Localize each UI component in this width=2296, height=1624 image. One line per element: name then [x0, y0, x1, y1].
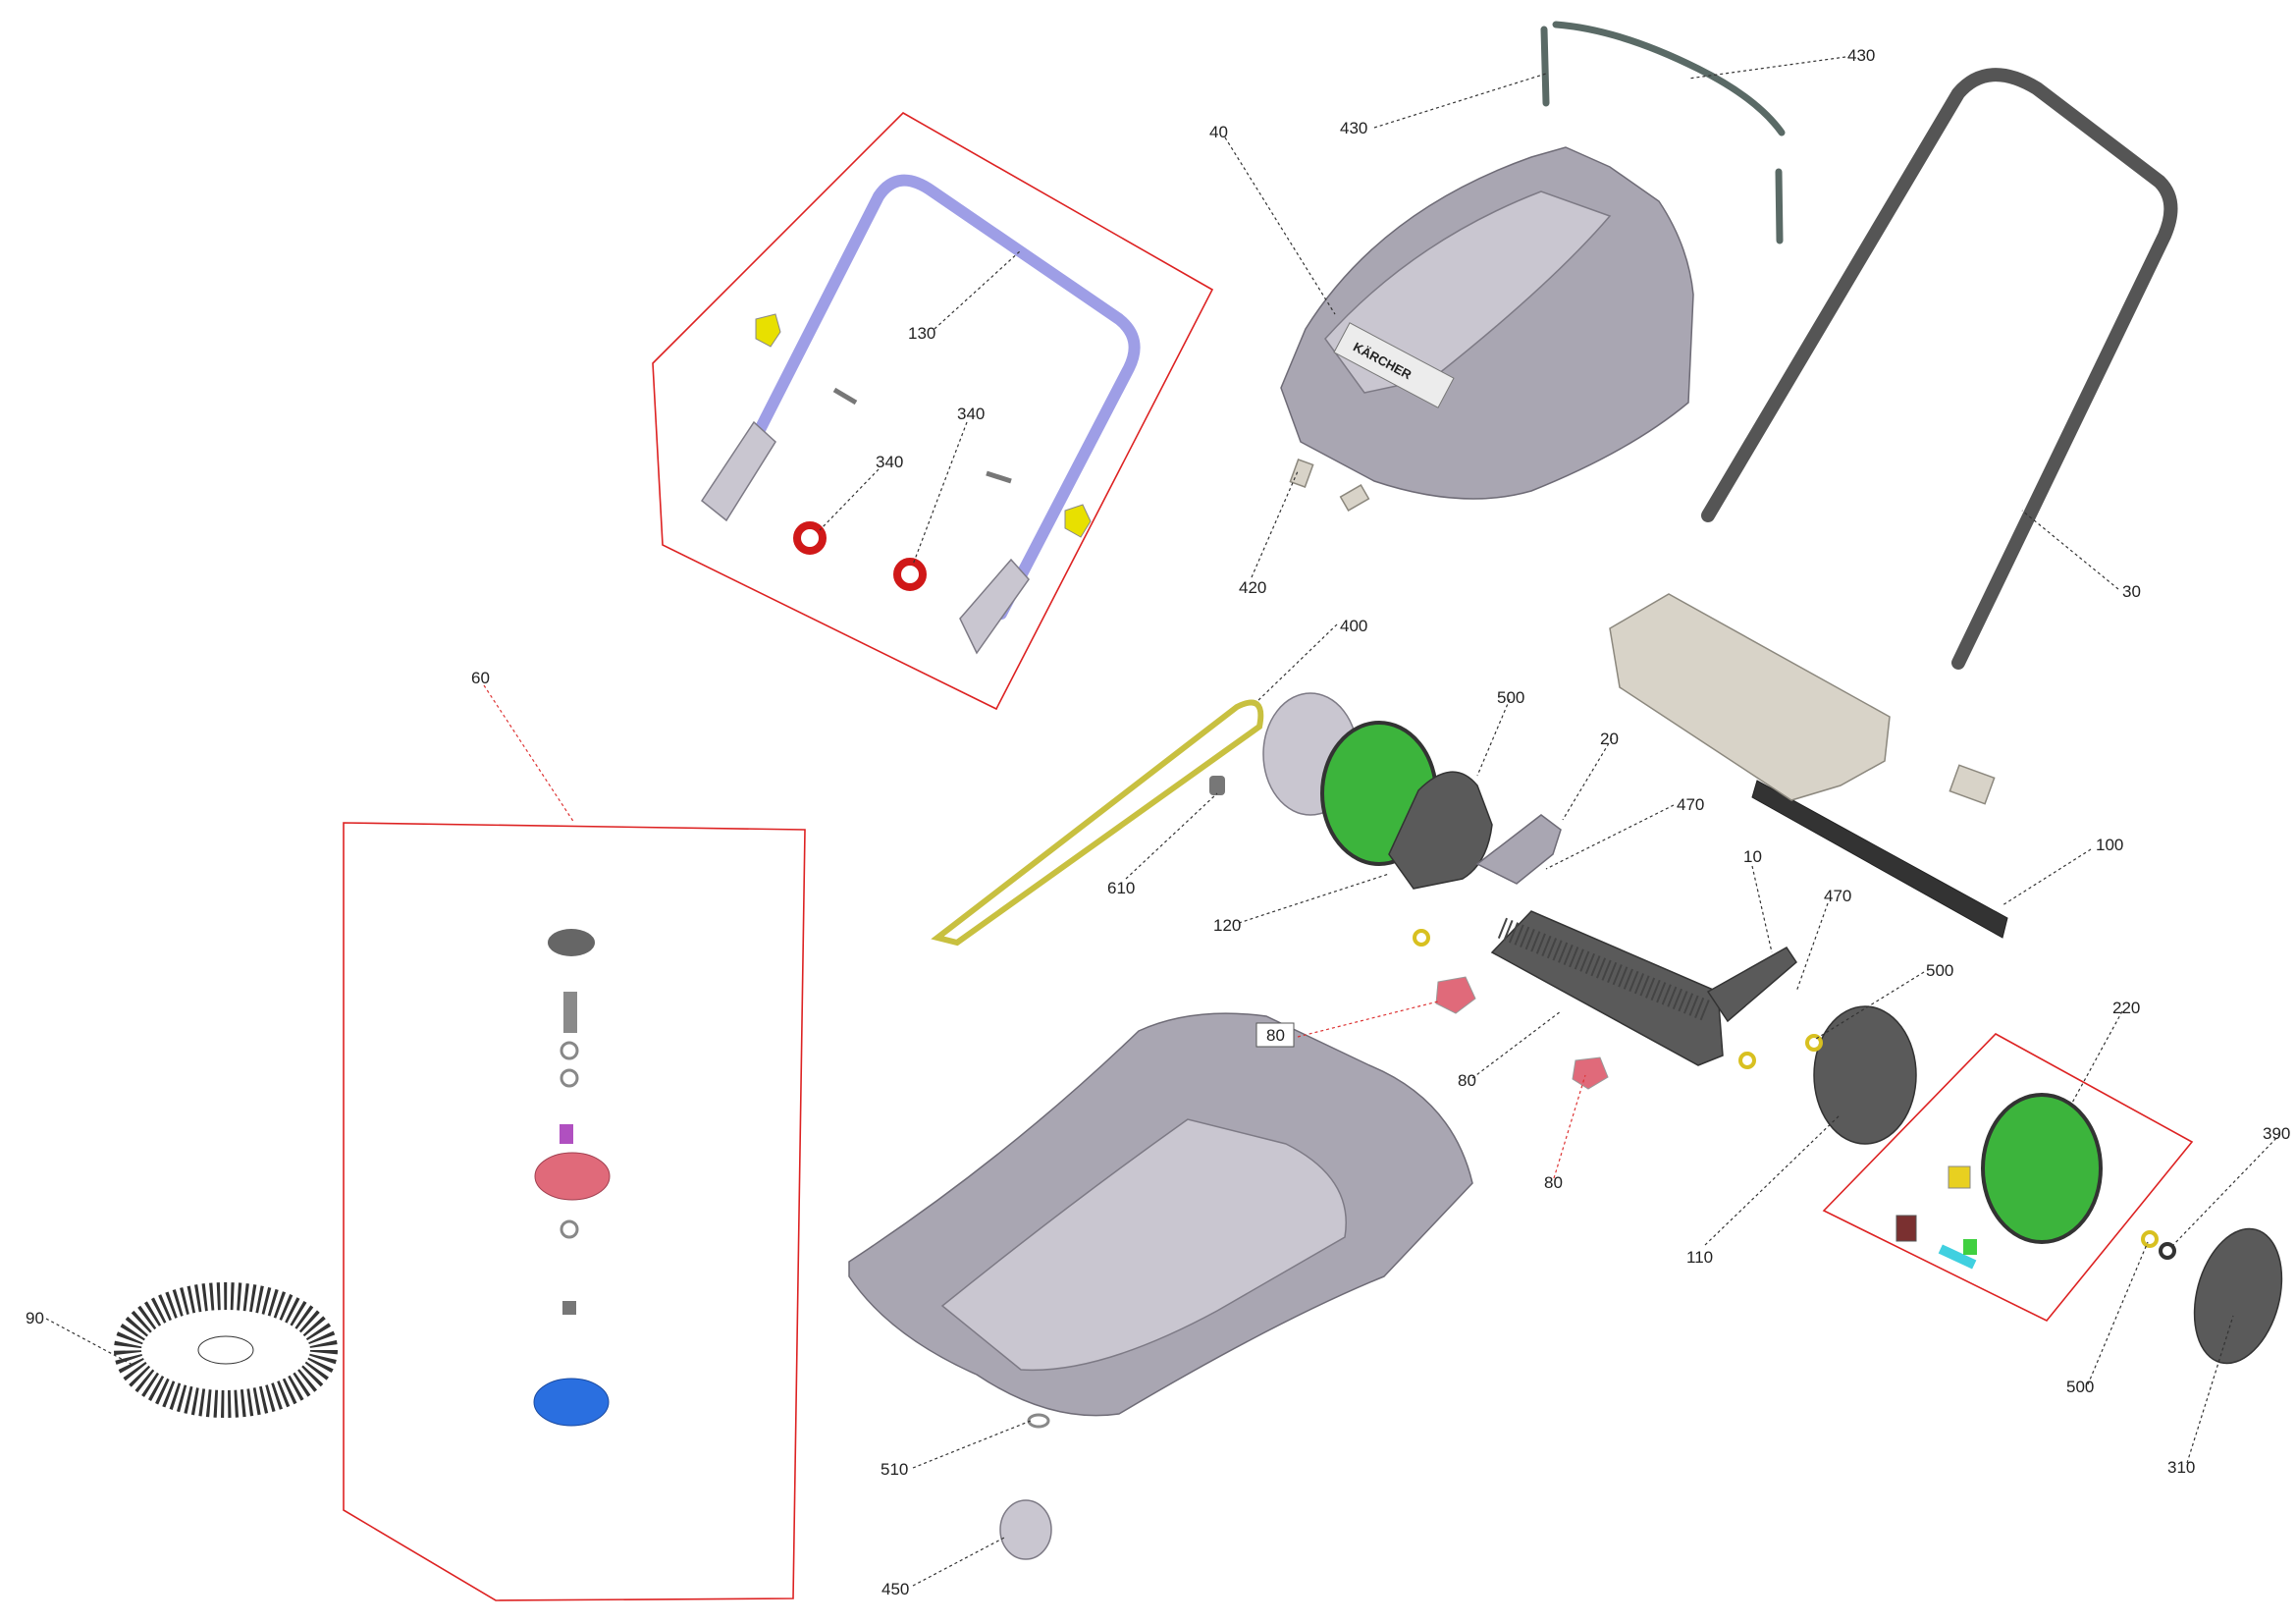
group-frame-wheel-220 [1822, 1033, 2194, 1322]
nut-part [1209, 776, 1225, 795]
callout-label: 100 [2096, 836, 2123, 854]
callout-label: 430 [1847, 46, 1875, 65]
callout-label: 310 [2167, 1458, 2195, 1477]
chassis-inner-part [940, 1118, 1347, 1372]
leader-lines [45, 56, 2281, 1587]
pinion-yellow-part [1948, 1165, 1971, 1189]
blue-cap-part [533, 1378, 610, 1427]
callout-label: 420 [1239, 578, 1266, 597]
pink-hub-part [534, 1152, 611, 1201]
washer-yellow-part-b [1805, 1034, 1823, 1052]
pinion-brown-part [1896, 1215, 1917, 1242]
group-frame-handle-130 [652, 112, 1214, 711]
clip-part-a [1289, 459, 1314, 488]
handle-bracket-right [959, 558, 1030, 655]
callout-label: 120 [1213, 916, 1241, 935]
filter-pad-part [1949, 764, 1996, 805]
washer-part-c [560, 1219, 579, 1239]
seal-strip-side-part [1775, 168, 1784, 244]
group-frame-side-brush-60 [343, 822, 806, 1601]
callout-label: 500 [1926, 961, 1953, 980]
washer-yellow-part-a [2141, 1230, 2159, 1248]
clip-part-b [1339, 484, 1370, 512]
ring-nut-red-a [793, 521, 827, 555]
side-brush-hole [197, 1335, 254, 1365]
callout-label: 390 [2263, 1124, 2290, 1143]
main-brush-roller-part [1490, 910, 1724, 1066]
callout-label: 470 [1824, 887, 1851, 905]
callout-label: 60 [471, 669, 490, 687]
brush-bristles [1497, 917, 1713, 1022]
hubcap-part [2193, 1227, 2283, 1365]
callout-label: 500 [1497, 688, 1524, 707]
folding-handle-part [735, 174, 1141, 620]
bracket-part [1475, 814, 1562, 885]
bolt-part-b [986, 470, 1012, 484]
seal-strip-short-part [1540, 26, 1550, 107]
callout-label: 40 [1209, 123, 1228, 141]
callout-label: 80 [1266, 1026, 1285, 1045]
callout-label: 340 [876, 453, 903, 471]
handle-bracket-left [700, 420, 776, 522]
side-brush-part [114, 1282, 338, 1418]
washer-part-510 [1027, 1413, 1050, 1429]
callout-label: 500 [2066, 1378, 2094, 1396]
pink-bearing-part-b [1572, 1056, 1609, 1090]
callout-label: 80 [1544, 1173, 1563, 1192]
star-knob-yellow-right [1064, 504, 1092, 538]
callout-label: 400 [1340, 617, 1367, 635]
bolt-part-a [832, 387, 858, 406]
dirt-container-part [1609, 593, 1891, 801]
callout-label: 470 [1677, 795, 1704, 814]
callout-label: 430 [1340, 119, 1367, 137]
green-bushing-part [1963, 1239, 1977, 1255]
sealing-strip-part [1751, 780, 2008, 939]
hopper-cover-top-part [1324, 190, 1612, 394]
cap-part [548, 929, 595, 956]
cyan-axle-part [1938, 1244, 1977, 1270]
callout-label: 110 [1686, 1248, 1713, 1267]
roller-side-bracket [1706, 947, 1797, 1023]
callout-label: 220 [2112, 999, 2140, 1017]
brand-plate [1333, 322, 1455, 408]
callout-label: 510 [881, 1460, 908, 1479]
washer-yellow-part-c [1738, 1052, 1756, 1069]
caster-wheel-part [999, 1499, 1052, 1560]
callout-label: 450 [881, 1580, 909, 1598]
washer-part-b [560, 1068, 579, 1088]
callout-label: 130 [908, 324, 935, 343]
callout-label: 80 [1458, 1071, 1476, 1090]
callout-label: 10 [1743, 847, 1762, 866]
callout-label: 610 [1107, 879, 1135, 897]
washer-dark-part [2159, 1242, 2176, 1260]
side-cover-part [1813, 1005, 1917, 1145]
nut-part-small [562, 1301, 576, 1315]
seal-strip-part [1552, 21, 1786, 136]
rear-wheel-green-part [1981, 1093, 2103, 1244]
drive-belt-part [931, 699, 1264, 947]
washer-yellow-part-d [1413, 929, 1430, 947]
bolt-part [563, 992, 577, 1033]
ring-nut-red-b [893, 558, 927, 591]
star-knob-yellow-left [755, 313, 781, 348]
callout-box-80 [1255, 1022, 1295, 1048]
callout-label: 90 [26, 1309, 44, 1327]
callout-label: 30 [2122, 582, 2141, 601]
purple-sleeve-part [560, 1124, 573, 1144]
callout-label: 20 [1600, 730, 1619, 748]
washer-part-a [560, 1041, 579, 1060]
gear-plate-part [1388, 771, 1493, 890]
push-handle-part [1701, 68, 2178, 670]
pink-bearing-part-a [1435, 976, 1476, 1014]
callout-label: 340 [957, 405, 985, 423]
